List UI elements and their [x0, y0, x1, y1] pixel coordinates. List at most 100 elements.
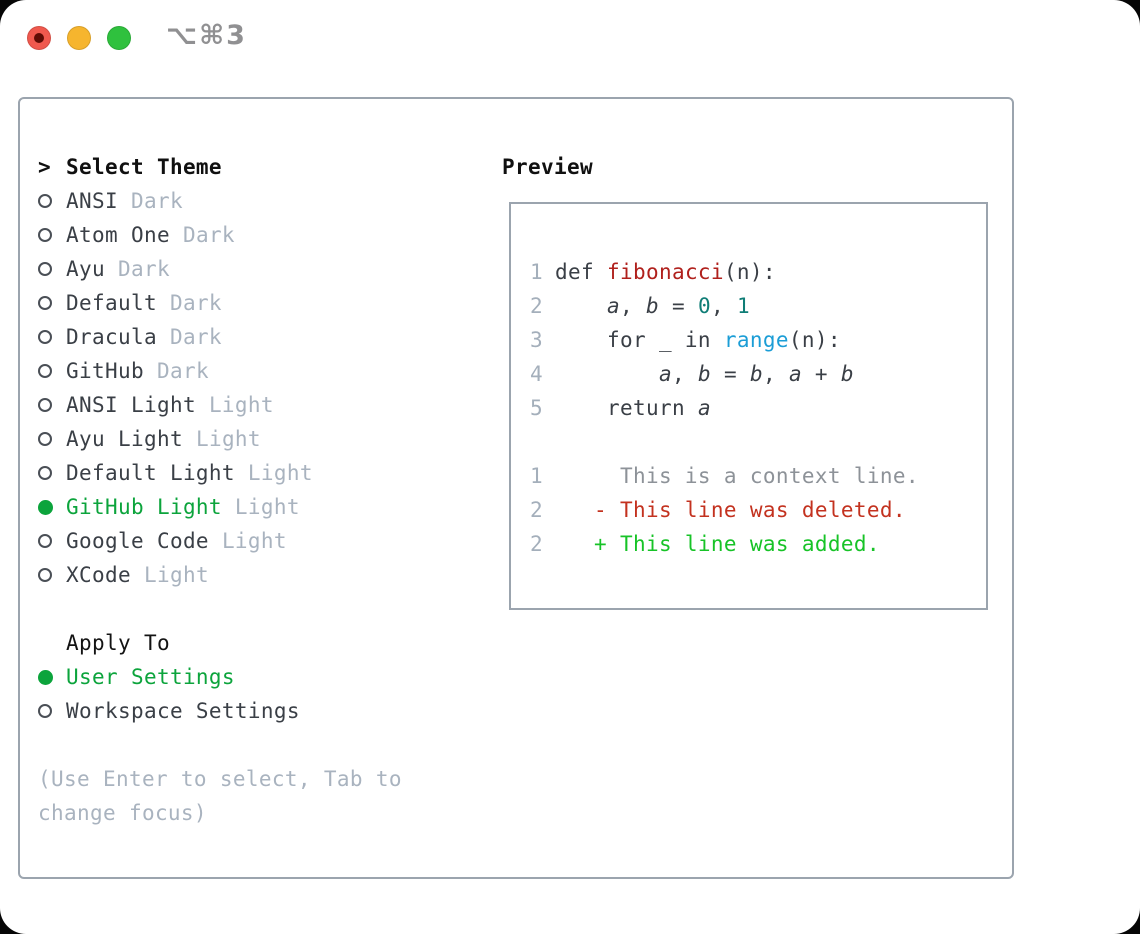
- radio-icon: [38, 228, 52, 242]
- token-plain: for _ in: [555, 328, 724, 352]
- apply-to-label: Apply To: [66, 631, 170, 655]
- line-number: 1: [530, 260, 543, 284]
- option-label: Atom One: [66, 223, 170, 247]
- radio-selected-icon: [38, 669, 53, 685]
- zoom-button[interactable]: [107, 26, 131, 50]
- variant-badge: Dark: [130, 189, 183, 213]
- token-var: a: [658, 362, 672, 386]
- variant-badge: Light: [143, 563, 209, 587]
- radio-icon: [38, 568, 52, 582]
- titlebar: ⌥⌘3: [0, 0, 1140, 80]
- variant-badge: Dark: [117, 257, 170, 281]
- token-var: a: [606, 294, 620, 318]
- variant-badge: Light: [234, 495, 300, 519]
- minimize-button[interactable]: [67, 26, 91, 50]
- preview-line: 4 a, b = b, a + b: [529, 357, 986, 391]
- option-label: Ayu: [66, 257, 105, 281]
- token-plain: return: [555, 396, 698, 420]
- variant-badge: Light: [208, 393, 274, 417]
- close-button[interactable]: [27, 26, 51, 50]
- radio-col: [38, 466, 66, 480]
- option-label: XCode: [66, 563, 131, 587]
- variant-badge: Dark: [156, 359, 209, 383]
- gap: [38, 728, 488, 762]
- radio-col: [38, 330, 66, 344]
- option-label: ANSI Light: [66, 393, 196, 417]
- theme-option-github-light[interactable]: GitHub Light Light: [38, 490, 488, 524]
- line-number: 3: [530, 328, 543, 352]
- token-var: b: [645, 294, 659, 318]
- token-plain: (n):: [788, 328, 841, 352]
- code-text: a, b = 0, 1: [555, 289, 750, 323]
- preview-line: 3 for _ in range(n):: [529, 323, 986, 357]
- token-var: b: [840, 362, 854, 386]
- hint-line: (Use Enter to select, Tab to: [38, 767, 402, 791]
- token-plain: ,: [762, 362, 789, 386]
- theme-option-ayu[interactable]: Ayu Dark: [38, 252, 488, 286]
- token-builtin: range: [723, 328, 789, 352]
- code-text: for _ in range(n):: [555, 323, 841, 357]
- token-ctx: This is a context line.: [555, 464, 919, 488]
- code-text: return a: [555, 391, 711, 425]
- radio-icon: [38, 466, 52, 480]
- token-fn: fibonacci: [606, 260, 724, 284]
- preview-title: Preview: [502, 155, 593, 179]
- preview-header: Preview: [502, 150, 1002, 184]
- line-number: 5: [530, 396, 543, 420]
- option-label: Google Code: [66, 529, 209, 553]
- line-number: 2: [530, 294, 543, 318]
- theme-option-atom-one[interactable]: Atom One Dark: [38, 218, 488, 252]
- radio-icon: [38, 296, 52, 310]
- token-plain: ,: [619, 294, 646, 318]
- theme-option-xcode[interactable]: XCode Light: [38, 558, 488, 592]
- radio-col: [38, 364, 66, 378]
- radio-col: [38, 228, 66, 242]
- option-label: Default Light: [66, 461, 235, 485]
- prompt-caret-icon: >: [38, 155, 51, 179]
- option-label: GitHub Light: [66, 495, 222, 519]
- token-num: 0: [697, 294, 711, 318]
- apply-option-workspace-settings[interactable]: Workspace Settings: [38, 694, 488, 728]
- radio-col: [38, 296, 66, 310]
- theme-option-ansi-light[interactable]: ANSI Light Light: [38, 388, 488, 422]
- window-shortcut-label: ⌥⌘3: [166, 20, 247, 51]
- variant-badge: Dark: [182, 223, 235, 247]
- option-label: Dracula: [66, 325, 157, 349]
- preview-line: 2 - This line was deleted.: [529, 493, 986, 527]
- preview-line: 2 a, b = 0, 1: [529, 289, 986, 323]
- apply-option-user-settings[interactable]: User Settings: [38, 660, 488, 694]
- radio-selected-icon: [38, 499, 53, 515]
- token-kw: def: [555, 260, 607, 284]
- line-number: [529, 425, 543, 459]
- preview-line: 2 + This line was added.: [529, 527, 986, 561]
- token-plain: =: [658, 294, 698, 318]
- code-text: This is a context line.: [555, 459, 919, 493]
- radio-icon: [38, 262, 52, 276]
- theme-option-ansi[interactable]: ANSI Dark: [38, 184, 488, 218]
- token-var: b: [697, 362, 711, 386]
- variant-badge: Light: [195, 427, 261, 451]
- token-plain: [555, 362, 659, 386]
- theme-option-dracula[interactable]: Dracula Dark: [38, 320, 488, 354]
- preview-line: 5 return a: [529, 391, 986, 425]
- radio-col: [38, 568, 66, 582]
- option-label: ANSI: [66, 189, 118, 213]
- code-text: a, b = b, a + b: [555, 357, 854, 391]
- token-var: a: [697, 396, 711, 420]
- option-label: User Settings: [66, 665, 235, 689]
- variant-badge: Dark: [169, 325, 222, 349]
- preview-line: 1 This is a context line.: [529, 459, 986, 493]
- token-del: - This line was deleted.: [555, 498, 906, 522]
- token-plain: +: [801, 362, 841, 386]
- code-text: def fibonacci(n):: [555, 255, 776, 289]
